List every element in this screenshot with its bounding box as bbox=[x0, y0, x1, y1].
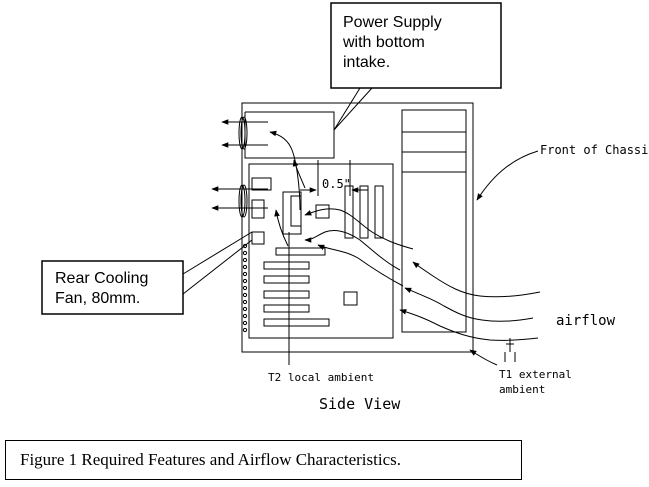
t2-label: T2 local ambient bbox=[268, 371, 374, 384]
external-airflow bbox=[399, 261, 541, 366]
rear-cooling-fan bbox=[238, 184, 248, 218]
figure-caption: Figure 1 Required Features and Airflow C… bbox=[20, 450, 401, 469]
chassis-outline bbox=[241, 102, 474, 353]
gap-dimension bbox=[300, 160, 368, 196]
chassis-airflow-diagram: Power Supply with bottom intake. Rear Co… bbox=[41, 2, 649, 413]
side-view-label: Side View bbox=[319, 395, 401, 413]
t1-label-line2: ambient bbox=[499, 383, 545, 396]
front-of-chassis-label: Front of Chassis bbox=[540, 143, 649, 157]
internal-airflow bbox=[274, 208, 414, 287]
t1-probe bbox=[504, 338, 516, 362]
power-supply-label-line3: intake. bbox=[343, 54, 390, 71]
exhaust-arrows bbox=[211, 119, 268, 211]
power-supply-label-line1: Power Supply bbox=[343, 14, 442, 31]
power-supply-label-line2: with bottom bbox=[342, 34, 425, 51]
psu-exhaust-fan bbox=[238, 116, 248, 150]
power-supply-unit bbox=[244, 111, 335, 159]
psu-intake-flow bbox=[269, 130, 301, 211]
rear-fan-label-line2: Fan, 80mm. bbox=[55, 290, 140, 307]
motherboard bbox=[242, 163, 394, 339]
rear-fan-callout: Rear Cooling Fan, 80mm. bbox=[41, 231, 253, 315]
rear-fan-label-line1: Rear Cooling bbox=[55, 270, 148, 287]
drive-bays bbox=[401, 109, 467, 333]
front-of-chassis-leader bbox=[476, 150, 539, 201]
t1-label-line1: T1 external bbox=[499, 368, 572, 381]
rear-io-pins bbox=[242, 243, 248, 333]
figure-caption-box: Figure 1 Required Features and Airflow C… bbox=[5, 440, 522, 480]
gap-label: 0.5" bbox=[322, 177, 351, 191]
airflow-label: airflow bbox=[556, 313, 616, 329]
power-supply-callout: Power Supply with bottom intake. bbox=[330, 2, 502, 131]
